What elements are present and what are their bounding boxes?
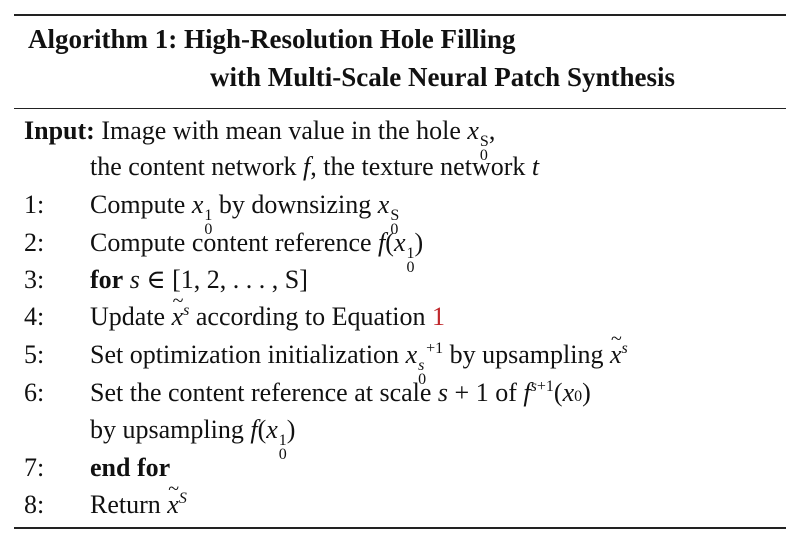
step-number: 8: [24, 490, 45, 519]
step-number: 3: [24, 265, 45, 294]
step-number: 1: [24, 190, 45, 219]
step-8: Return xS [90, 478, 187, 520]
equation-reference[interactable]: 1 [431, 302, 445, 331]
bottom-rule [14, 527, 786, 529]
step-number: 6: [24, 378, 45, 407]
step-6: Set the content reference at scale s + 1… [90, 378, 591, 407]
step-number: 2: [24, 228, 45, 257]
step-3: for s ∈ [1, 2, . . . , S] [90, 265, 308, 294]
input-line1: Input: Image with mean value in the hole… [24, 116, 496, 164]
title-rule [14, 108, 786, 109]
step-number: 5: [24, 340, 45, 369]
step-4: Update xs according to Equation 1 [90, 290, 445, 332]
algorithm-title-line2: with Multi-Scale Neural Patch Synthesis [210, 62, 675, 92]
algorithm-title-line1: Algorithm 1: High-Resolution Hole Fillin… [28, 24, 516, 54]
input-line2: the content network f, the texture netwo… [90, 152, 540, 181]
step-number: 4: [24, 302, 45, 331]
top-rule [14, 14, 786, 16]
step-7: end for [90, 453, 171, 482]
step-number: 7: [24, 453, 45, 482]
